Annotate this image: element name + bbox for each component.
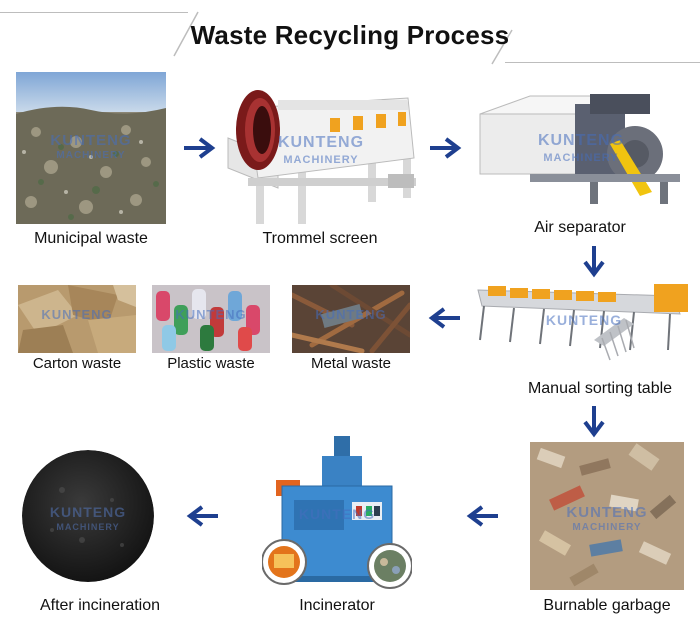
- watermark-sub: MACHINERY: [283, 154, 359, 166]
- after-incineration-photo: KUNTENG MACHINERY: [22, 450, 154, 582]
- label-incinerator: Incinerator: [299, 597, 375, 614]
- watermark-sub: MACHINERY: [56, 150, 126, 161]
- manual-sorting-table-photo: KUNTENG: [474, 280, 694, 376]
- watermark-brand: KUNTENG: [545, 312, 623, 328]
- title-slash-right: [491, 29, 513, 65]
- label-burnable-garbage: Burnable garbage: [543, 597, 671, 614]
- watermark-sub: MACHINERY: [543, 152, 619, 164]
- watermark-brand: KUNTENG: [50, 132, 132, 149]
- title-decoration-right: [505, 62, 700, 63]
- label-air-separator: Air separator: [534, 219, 626, 236]
- title-decoration-left: [0, 12, 188, 13]
- trommel-screen-photo: KUNTENG MACHINERY: [218, 78, 424, 226]
- watermark-brand: KUNTENG: [298, 506, 376, 522]
- carton-waste-photo: KUNTENG: [18, 285, 136, 353]
- watermark-brand: KUNTENG: [277, 134, 365, 151]
- plastic-waste-photo: KUNTENG: [152, 285, 270, 353]
- label-metal-waste: Metal waste: [310, 355, 392, 372]
- watermark-brand: KUNTENG: [49, 504, 127, 520]
- arrow-right-icon: [184, 137, 216, 159]
- arrow-down-icon: [583, 406, 605, 438]
- watermark-brand: KUNTENG: [175, 307, 247, 322]
- metal-waste-photo: KUNTENG: [292, 285, 410, 353]
- watermark-sub: MACHINERY: [56, 522, 120, 532]
- arrow-down-icon: [583, 246, 605, 278]
- label-carton-waste: Carton waste: [32, 355, 122, 372]
- watermark-brand: KUNTENG: [41, 307, 113, 322]
- watermark-sub: MACHINERY: [572, 522, 642, 533]
- watermark-brand: KUNTENG: [315, 307, 387, 322]
- arrow-left-icon: [466, 505, 498, 527]
- incinerator-photo: KUNTENG: [262, 436, 412, 594]
- diagram-title: Waste Recycling Process: [190, 20, 510, 50]
- title-slash-left: [173, 11, 199, 57]
- arrow-left-icon: [186, 505, 218, 527]
- burnable-garbage-photo: KUNTENG MACHINERY: [530, 442, 684, 590]
- label-municipal-waste: Municipal waste: [34, 230, 148, 247]
- municipal-waste-photo: KUNTENG MACHINERY: [16, 72, 166, 224]
- watermark-brand: KUNTENG: [537, 132, 625, 149]
- watermark-brand: KUNTENG: [566, 504, 648, 521]
- arrow-left-icon: [428, 307, 460, 329]
- label-trommel-screen: Trommel screen: [262, 230, 378, 247]
- label-manual-sorting-table: Manual sorting table: [527, 380, 673, 397]
- label-after-incineration: After incineration: [39, 597, 161, 614]
- air-separator-photo: KUNTENG MACHINERY: [470, 84, 692, 210]
- arrow-right-icon: [430, 137, 462, 159]
- label-plastic-waste: Plastic waste: [167, 355, 255, 372]
